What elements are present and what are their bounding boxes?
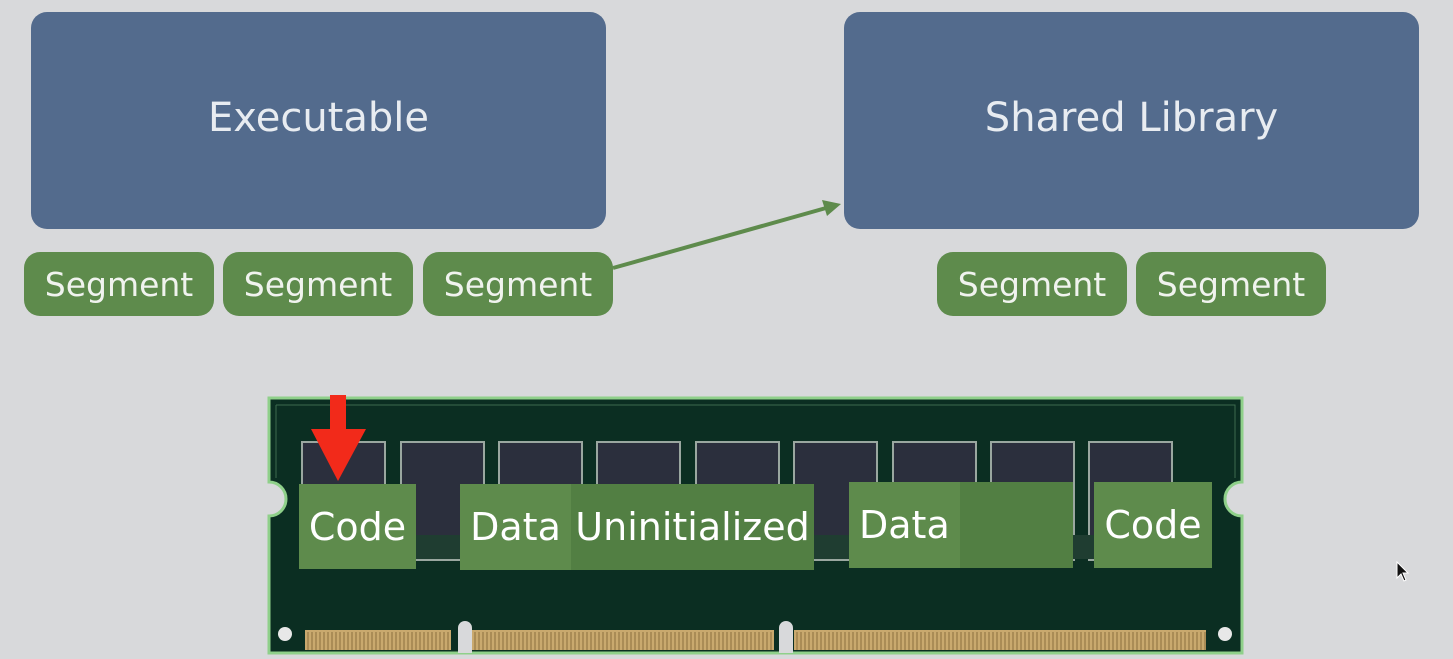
- segment-label: Segment: [1156, 264, 1306, 304]
- memory-block-data-2: Data: [849, 482, 960, 568]
- executable-segment-2: Segment: [223, 252, 413, 316]
- segment-label: Segment: [443, 264, 593, 304]
- executable-segment-1: Segment: [24, 252, 214, 316]
- segment-label: Segment: [957, 264, 1107, 304]
- library-segment-1: Segment: [937, 252, 1127, 316]
- shared-library-box: Shared Library: [844, 12, 1419, 229]
- memory-block-unlabeled: [960, 482, 1073, 568]
- mouse-cursor-icon: [1396, 561, 1410, 582]
- shared-library-label: Shared Library: [984, 94, 1279, 141]
- segment-label: Segment: [44, 264, 194, 304]
- executable-label: Executable: [208, 94, 429, 141]
- block-label: Code: [1104, 503, 1202, 547]
- block-label: Code: [308, 504, 407, 549]
- memory-block-code-1: Code: [299, 484, 416, 569]
- library-segment-2: Segment: [1136, 252, 1326, 316]
- block-label: Data: [859, 503, 950, 547]
- segment-label: Segment: [243, 264, 393, 304]
- block-label: Data: [470, 505, 561, 549]
- memory-block-uninitialized: Uninitialized: [571, 484, 814, 570]
- key-notch: [779, 621, 793, 653]
- mount-hole: [1218, 627, 1232, 641]
- executable-box: Executable: [31, 12, 606, 229]
- block-label: Uninitialized: [575, 505, 810, 549]
- memory-block-code-2: Code: [1094, 482, 1212, 568]
- mount-hole: [278, 627, 292, 641]
- executable-segment-3: Segment: [423, 252, 613, 316]
- memory-block-data-1: Data: [460, 484, 571, 570]
- key-notch: [458, 621, 472, 653]
